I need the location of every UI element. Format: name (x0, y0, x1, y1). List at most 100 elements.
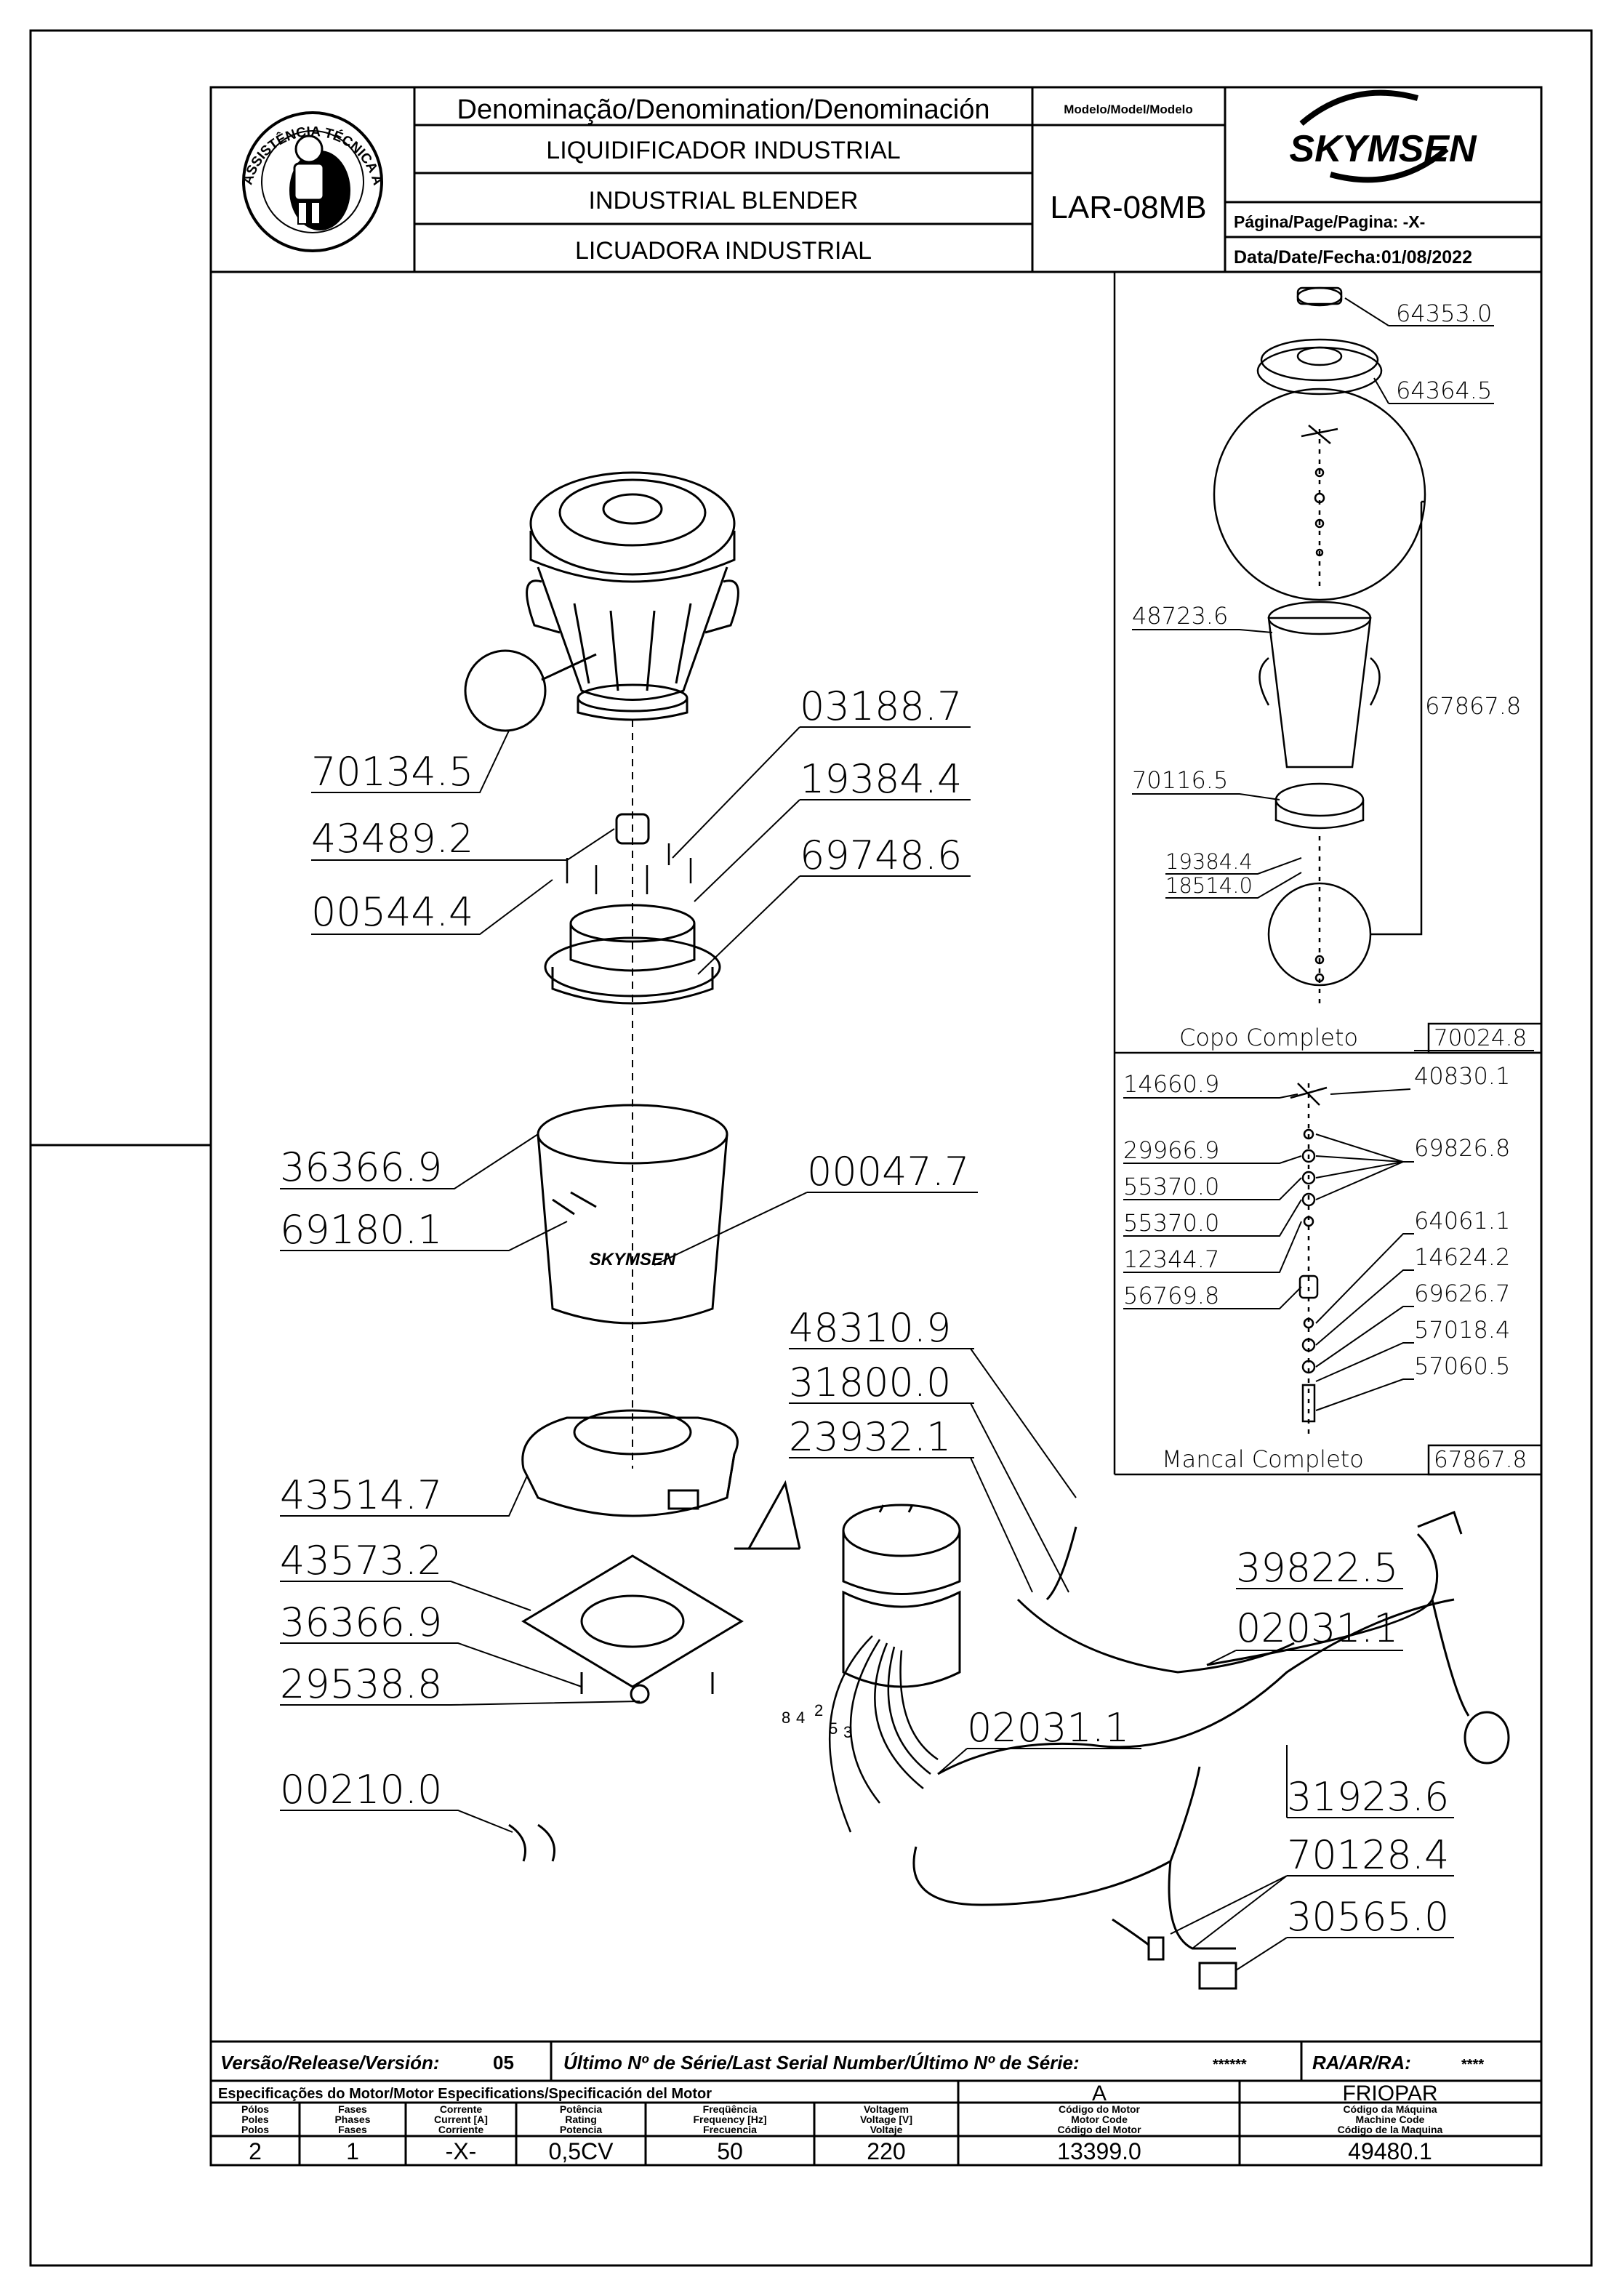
connector (1464, 1711, 1510, 1765)
bearing-part-64061: 64061.1 (1414, 1207, 1510, 1235)
svg-text:Machine Code: Machine Code (1356, 2114, 1425, 2125)
svg-text:Código de la Maquina: Código de la Maquina (1338, 2124, 1443, 2135)
inner-frame (209, 86, 1543, 2167)
bearing-exploded-view (1290, 1083, 1328, 1440)
model-value: LAR-08MB (1050, 190, 1206, 225)
power-cord (1206, 1533, 1439, 1666)
cup-part-64353: 64353.0 (1396, 300, 1492, 327)
version-value: 05 (493, 2052, 514, 2074)
motor (842, 1504, 961, 1557)
spec-label: Especificações do Motor/Motor Especifica… (218, 2086, 712, 2102)
part-00544: 00544.4 (311, 889, 473, 935)
svg-text:Corrente: Corrente (440, 2103, 483, 2115)
cup-code-box (1427, 1022, 1543, 1054)
part-30565: 30565.0 (1287, 1894, 1449, 1940)
part-48310: 48310.9 (789, 1305, 951, 1351)
part-31800: 31800.0 (789, 1360, 951, 1405)
cup-body (537, 566, 728, 701)
part-31923: 31923.6 (1287, 1774, 1449, 1820)
part-39822: 39822.5 (1236, 1545, 1398, 1591)
wire-number: 8 (782, 1709, 790, 1727)
svg-text:Motor Code: Motor Code (1071, 2114, 1128, 2125)
cup-lid (529, 471, 736, 576)
bearing-part-40830: 40830.1 (1414, 1062, 1510, 1090)
model-label: Modelo/Model/Modelo (1064, 103, 1193, 116)
bottom-plate (521, 1554, 744, 1688)
switch (1198, 1962, 1237, 1990)
rating-value: 0,5CV (549, 2138, 614, 2164)
bearing-part-56769: 56769.8 (1123, 1282, 1219, 1309)
part-43489: 43489.2 (311, 816, 473, 862)
svg-text:Potencia: Potencia (560, 2124, 603, 2135)
motor-spec-table (211, 2040, 1541, 2165)
cup-part-64364: 64364.5 (1396, 377, 1492, 404)
wire-number: 5 (829, 1719, 838, 1738)
motor-maker: FRIOPAR (1342, 2082, 1437, 2106)
version-label: Versão/Release/Versión: (220, 2052, 440, 2074)
phases-value: 1 (346, 2138, 359, 2164)
svg-text:Rating: Rating (565, 2114, 597, 2125)
brand-name: SKYMSEN (1289, 128, 1477, 170)
part-70128: 70128.4 (1287, 1832, 1449, 1878)
part-69180: 69180.1 (280, 1207, 442, 1253)
part-43573: 43573.2 (280, 1538, 442, 1583)
cup-part-67867: 67867.8 (1425, 692, 1521, 720)
bearing-title: Mancal Completo (1162, 1445, 1364, 1473)
ra-value: **** (1461, 2057, 1484, 2073)
svg-text:Polos: Polos (241, 2124, 269, 2135)
svg-text:Fases: Fases (338, 2124, 367, 2135)
serial-label: Último Nº de Série/Last Serial Number/Úl… (563, 2052, 1080, 2074)
svg-text:Corriente: Corriente (438, 2124, 483, 2135)
serial-value: ****** (1213, 2057, 1247, 2073)
svg-text:Frequency [Hz]: Frequency [Hz] (693, 2114, 766, 2125)
cup-base-housing (544, 936, 721, 998)
part-00047: 00047.7 (807, 1149, 969, 1195)
svg-text:Código do Motor: Código do Motor (1059, 2103, 1141, 2115)
svg-text:Potência: Potência (560, 2103, 603, 2115)
page-label: Página/Page/Pagina: -X- (1234, 212, 1425, 231)
bearing-part-14660: 14660.9 (1123, 1070, 1219, 1098)
part-02031-b: 02031.1 (967, 1705, 1129, 1751)
current-value: -X- (446, 2138, 477, 2164)
cup-part-19384: 19384.4 (1165, 849, 1253, 874)
name-es: LICUADORA INDUSTRIAL (575, 237, 872, 265)
svg-text:Poles: Poles (241, 2114, 269, 2125)
wire-number: 4 (796, 1709, 805, 1727)
skymsen-logo: SKYMSEN (1289, 89, 1477, 183)
name-pt: LIQUIDIFICADOR INDUSTRIAL (546, 137, 900, 164)
denomination-label: Denominação/Denomination/Denominación (457, 95, 990, 125)
spring-clip (508, 1823, 555, 1862)
cup-part-48723: 48723.6 (1132, 602, 1228, 630)
cup-part-70116: 70116.5 (1132, 766, 1228, 794)
svg-text:Fases: Fases (338, 2103, 367, 2115)
spec-values: 2 1 -X- 0,5CV 50 220 13399.0 49480.1 (249, 2138, 1432, 2164)
svg-text:Voltage [V]: Voltage [V] (860, 2114, 912, 2125)
voltage-value: 220 (867, 2138, 905, 2164)
bearing-part-55370-a: 55370.0 (1123, 1173, 1219, 1200)
bearing-part-29966: 29966.9 (1123, 1136, 1219, 1164)
name-en: INDUSTRIAL BLENDER (589, 187, 859, 214)
motor-letter: A (1092, 2082, 1107, 2106)
bearing-part-57018: 57018.4 (1414, 1316, 1510, 1344)
bearing-part-12344: 12344.7 (1123, 1245, 1219, 1273)
svg-text:Código da Máquina: Código da Máquina (1343, 2103, 1437, 2115)
blender-exploded-view (464, 471, 1510, 1990)
svg-text:Freqüência: Freqüência (703, 2103, 758, 2115)
bearing-part-69626: 69626.7 (1414, 1280, 1510, 1307)
motor-code-value: 13399.0 (1057, 2138, 1141, 2164)
svg-text:Current [A]: Current [A] (434, 2114, 488, 2125)
frequency-value: 50 (717, 2138, 743, 2164)
date-label: Data/Date/Fecha:01/08/2022 (1234, 247, 1472, 268)
machine-code-value: 49480.1 (1348, 2138, 1432, 2164)
part-29538: 29538.8 (280, 1661, 442, 1707)
cup-title: Copo Completo (1179, 1024, 1358, 1051)
coupling (615, 813, 650, 845)
bearing-code: 67867.8 (1434, 1447, 1527, 1473)
part-36366-top: 36366.9 (280, 1144, 442, 1190)
bearing-part-14624: 14624.2 (1414, 1243, 1510, 1271)
callout-circle (464, 649, 547, 732)
poles-value: 2 (249, 2138, 262, 2164)
ra-label: RA/AR/RA: (1312, 2052, 1411, 2074)
